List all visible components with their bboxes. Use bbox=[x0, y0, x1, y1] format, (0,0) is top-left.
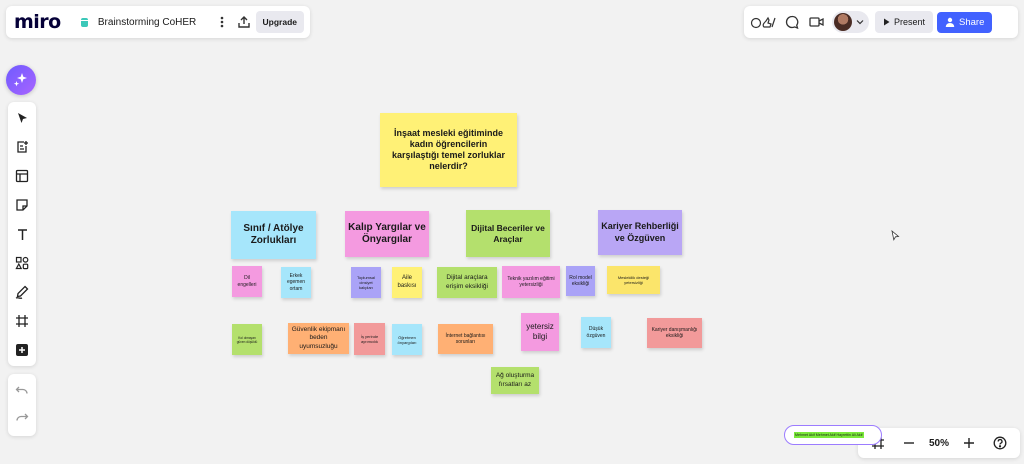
board-icon bbox=[80, 17, 89, 27]
note-gender-patterns[interactable]: Toplumsal cinsiyet kalıpları bbox=[351, 267, 381, 298]
note-language-barriers[interactable]: Dil engelleri bbox=[232, 266, 262, 297]
shapes-icon bbox=[15, 256, 29, 270]
upgrade-button[interactable]: Upgrade bbox=[255, 11, 304, 33]
board-header: miro Brainstorming CoHER Upgrade bbox=[6, 6, 310, 38]
plus-icon bbox=[963, 438, 974, 448]
category-career-guidance[interactable]: Kariyer Rehberliği ve Özgüven bbox=[598, 210, 682, 255]
user-menu[interactable] bbox=[832, 11, 869, 33]
collaboration-bar: Present Share bbox=[744, 6, 1018, 38]
zoom-out-button[interactable] bbox=[897, 431, 921, 455]
bottom-tag-note[interactable]: Mehmet Akif Mehmet Akif Hayrettin Ali Ak… bbox=[784, 425, 882, 445]
frame-icon bbox=[16, 315, 28, 327]
more-tools-button[interactable] bbox=[11, 339, 33, 361]
note-networking[interactable]: Ağ oluşturma fırsatları az bbox=[491, 367, 539, 394]
note-family-pressure[interactable]: Aile baskısı bbox=[392, 267, 422, 298]
ai-assist-button[interactable] bbox=[6, 65, 36, 95]
note-workplace-discrimination[interactable]: İş yerinde ayrımcılık bbox=[354, 323, 385, 355]
bottom-tag-text: Mehmet Akif Mehmet Akif Hayrettin Ali Ak… bbox=[794, 432, 864, 438]
undo-icon bbox=[15, 386, 28, 394]
help-icon bbox=[993, 436, 1007, 450]
reactions-icon[interactable] bbox=[748, 10, 780, 34]
note-role-model[interactable]: Rol model eksikliği bbox=[566, 266, 595, 296]
category-classroom[interactable]: Sınıf / Atölye Zorlukları bbox=[231, 211, 316, 259]
main-question-note[interactable]: İnşaat mesleki eğitiminde kadın öğrencil… bbox=[380, 113, 517, 187]
zoom-in-button[interactable] bbox=[957, 431, 981, 455]
present-button[interactable]: Present bbox=[875, 11, 934, 33]
undo-button[interactable] bbox=[15, 383, 29, 401]
template-icon bbox=[17, 141, 28, 153]
sparkle-icon bbox=[13, 73, 27, 87]
note-internet-issues[interactable]: İnternet bağlantısı sorunları bbox=[438, 324, 493, 354]
more-icon[interactable] bbox=[214, 10, 230, 34]
shapes-tool[interactable] bbox=[11, 252, 33, 274]
note-insufficient-info[interactable]: yetersiz bilgi bbox=[521, 313, 559, 351]
help-button[interactable] bbox=[988, 431, 1012, 455]
note-low-self-esteem[interactable]: Düşük özgüven bbox=[581, 317, 611, 348]
note-male-dominated[interactable]: Erkek egemen ortam bbox=[281, 267, 311, 298]
frames-layout-tool[interactable] bbox=[11, 165, 33, 187]
export-icon[interactable] bbox=[236, 10, 252, 34]
redo-icon bbox=[16, 413, 29, 421]
share-label: Share bbox=[959, 16, 985, 28]
pen-icon bbox=[15, 285, 29, 299]
note-digital-access[interactable]: Dijital araçlara erişim eksikliği bbox=[437, 267, 497, 298]
chat-icon[interactable] bbox=[780, 10, 804, 34]
miro-logo[interactable]: miro bbox=[14, 11, 61, 33]
redo-button[interactable] bbox=[15, 410, 29, 428]
chevron-down-icon bbox=[856, 20, 864, 25]
share-user-icon bbox=[945, 17, 955, 27]
avatar bbox=[834, 13, 852, 31]
share-button[interactable]: Share bbox=[937, 11, 993, 33]
board-name[interactable]: Brainstorming CoHER bbox=[97, 16, 197, 28]
note-support-lack[interactable]: Meslekilik desteği yetersizliği bbox=[607, 266, 660, 294]
layout-icon bbox=[15, 169, 29, 183]
sticky-note-icon bbox=[16, 199, 28, 211]
category-digital-skills[interactable]: Dijital Beceriler ve Araçlar bbox=[466, 210, 550, 257]
templates-tool[interactable] bbox=[11, 136, 33, 158]
category-stereotypes[interactable]: Kalıp Yargılar ve Önyargılar bbox=[345, 211, 429, 257]
note-safety-equipment[interactable]: Güvenlik ekipmanı beden uyumsuzluğu bbox=[288, 323, 349, 354]
note-teacher-bias[interactable]: Öğretmen önyargıları bbox=[392, 324, 422, 355]
left-toolbar bbox=[8, 102, 36, 366]
sticky-note-tool[interactable] bbox=[11, 194, 33, 216]
note-career-counseling[interactable]: Kariyer danışmanlığı eksikliği bbox=[647, 318, 702, 348]
play-icon bbox=[884, 18, 890, 26]
minus-icon bbox=[904, 442, 915, 444]
history-controls bbox=[8, 374, 36, 436]
zoom-controls: 50% bbox=[858, 428, 1020, 458]
select-tool[interactable] bbox=[11, 107, 33, 129]
plus-icon bbox=[16, 344, 28, 356]
pen-tool[interactable] bbox=[11, 281, 33, 303]
present-label: Present bbox=[894, 17, 926, 27]
mouse-cursor-icon bbox=[891, 230, 900, 241]
note-low-confidence[interactable]: Kol olmayan güven düşüklü bbox=[232, 324, 262, 355]
text-icon bbox=[17, 228, 27, 240]
cursor-icon bbox=[17, 112, 27, 123]
video-icon[interactable] bbox=[804, 10, 828, 34]
note-software-training[interactable]: Teknik yazılım eğitimi yetersizliği bbox=[502, 266, 560, 298]
text-tool[interactable] bbox=[11, 223, 33, 245]
frame-tool[interactable] bbox=[11, 310, 33, 332]
zoom-level[interactable]: 50% bbox=[928, 437, 949, 449]
